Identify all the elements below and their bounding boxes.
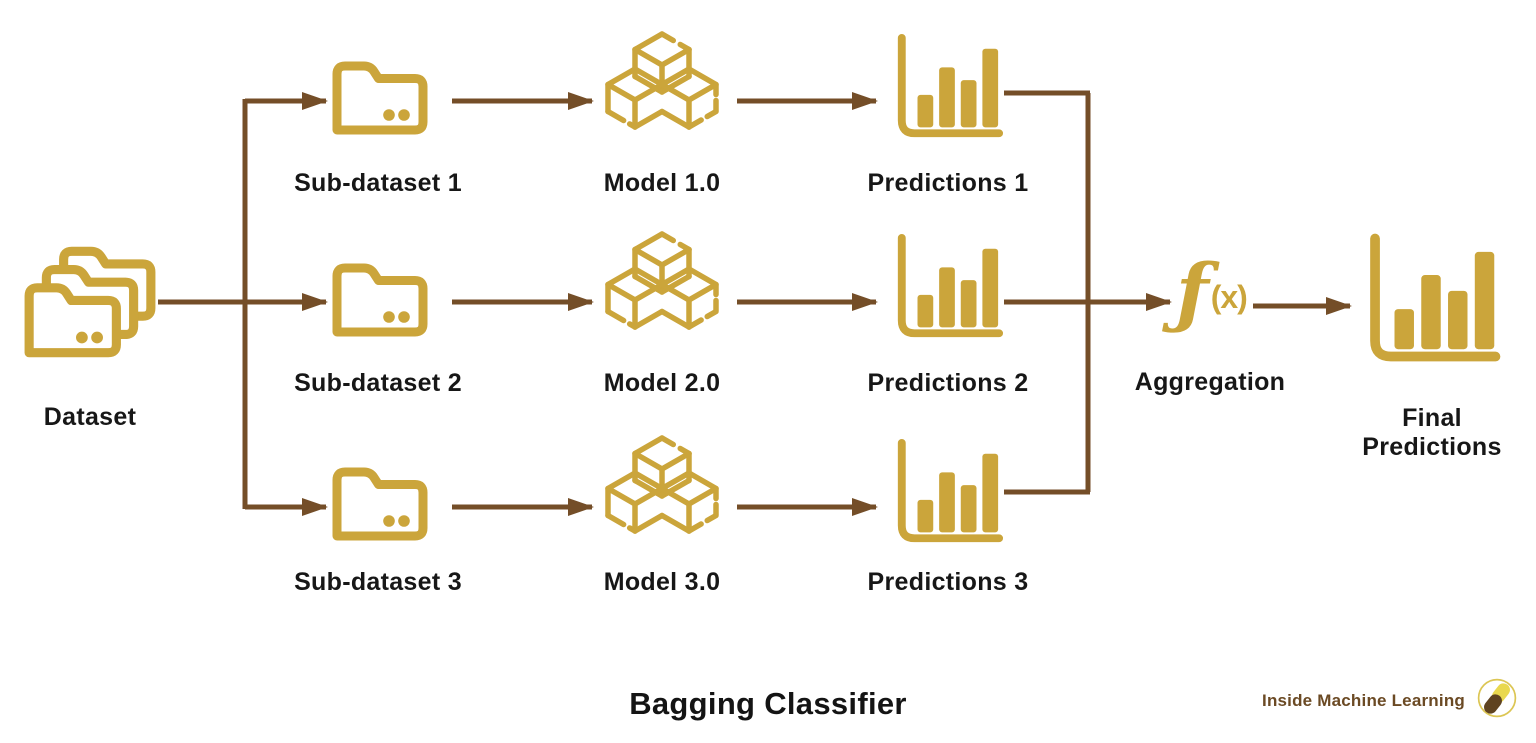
diagram-title: Bagging Classifier: [629, 686, 907, 721]
model2-label: Model 2.0: [603, 369, 721, 397]
fx-icon: ƒ (x): [1176, 254, 1248, 330]
dataset-folders-icon: [20, 242, 160, 362]
subdataset1-folder-icon: [328, 57, 432, 139]
subdataset2-label: Sub-dataset 2: [294, 369, 462, 397]
predictions2-label: Predictions 2: [867, 369, 1029, 397]
predictions1-bars-icon: [888, 32, 1006, 148]
predictions2-bars-icon: [888, 232, 1006, 348]
model2-cubes-icon: [600, 230, 724, 350]
fx-args: (x): [1210, 278, 1248, 315]
predictions3-bars-icon: [888, 437, 1006, 553]
branding-text: Inside Machine Learning: [1262, 691, 1465, 710]
predictions3-label: Predictions 3: [867, 568, 1029, 596]
subdataset3-folder-icon: [328, 463, 432, 545]
subdataset1-label: Sub-dataset 1: [294, 169, 462, 197]
final-predictions-label-line2: Predictions: [1362, 433, 1502, 461]
dataset-label: Dataset: [43, 403, 137, 431]
fx-symbol: ƒ: [1176, 247, 1209, 336]
model3-cubes-icon: [600, 434, 724, 554]
model1-label: Model 1.0: [603, 169, 721, 197]
model3-label: Model 3.0: [603, 568, 721, 596]
final-predictions-label-line1: Final: [1402, 404, 1462, 432]
predictions1-label: Predictions 1: [867, 169, 1029, 197]
subdataset3-label: Sub-dataset 3: [294, 568, 462, 596]
branding-logo-icon: [1477, 678, 1517, 718]
final-predictions-bars-icon: [1358, 231, 1504, 375]
aggregation-label: Aggregation: [1134, 368, 1286, 396]
model1-cubes-icon: [600, 30, 724, 150]
subdataset2-folder-icon: [328, 259, 432, 341]
final-predictions-label: Final Predictions: [1322, 404, 1536, 462]
